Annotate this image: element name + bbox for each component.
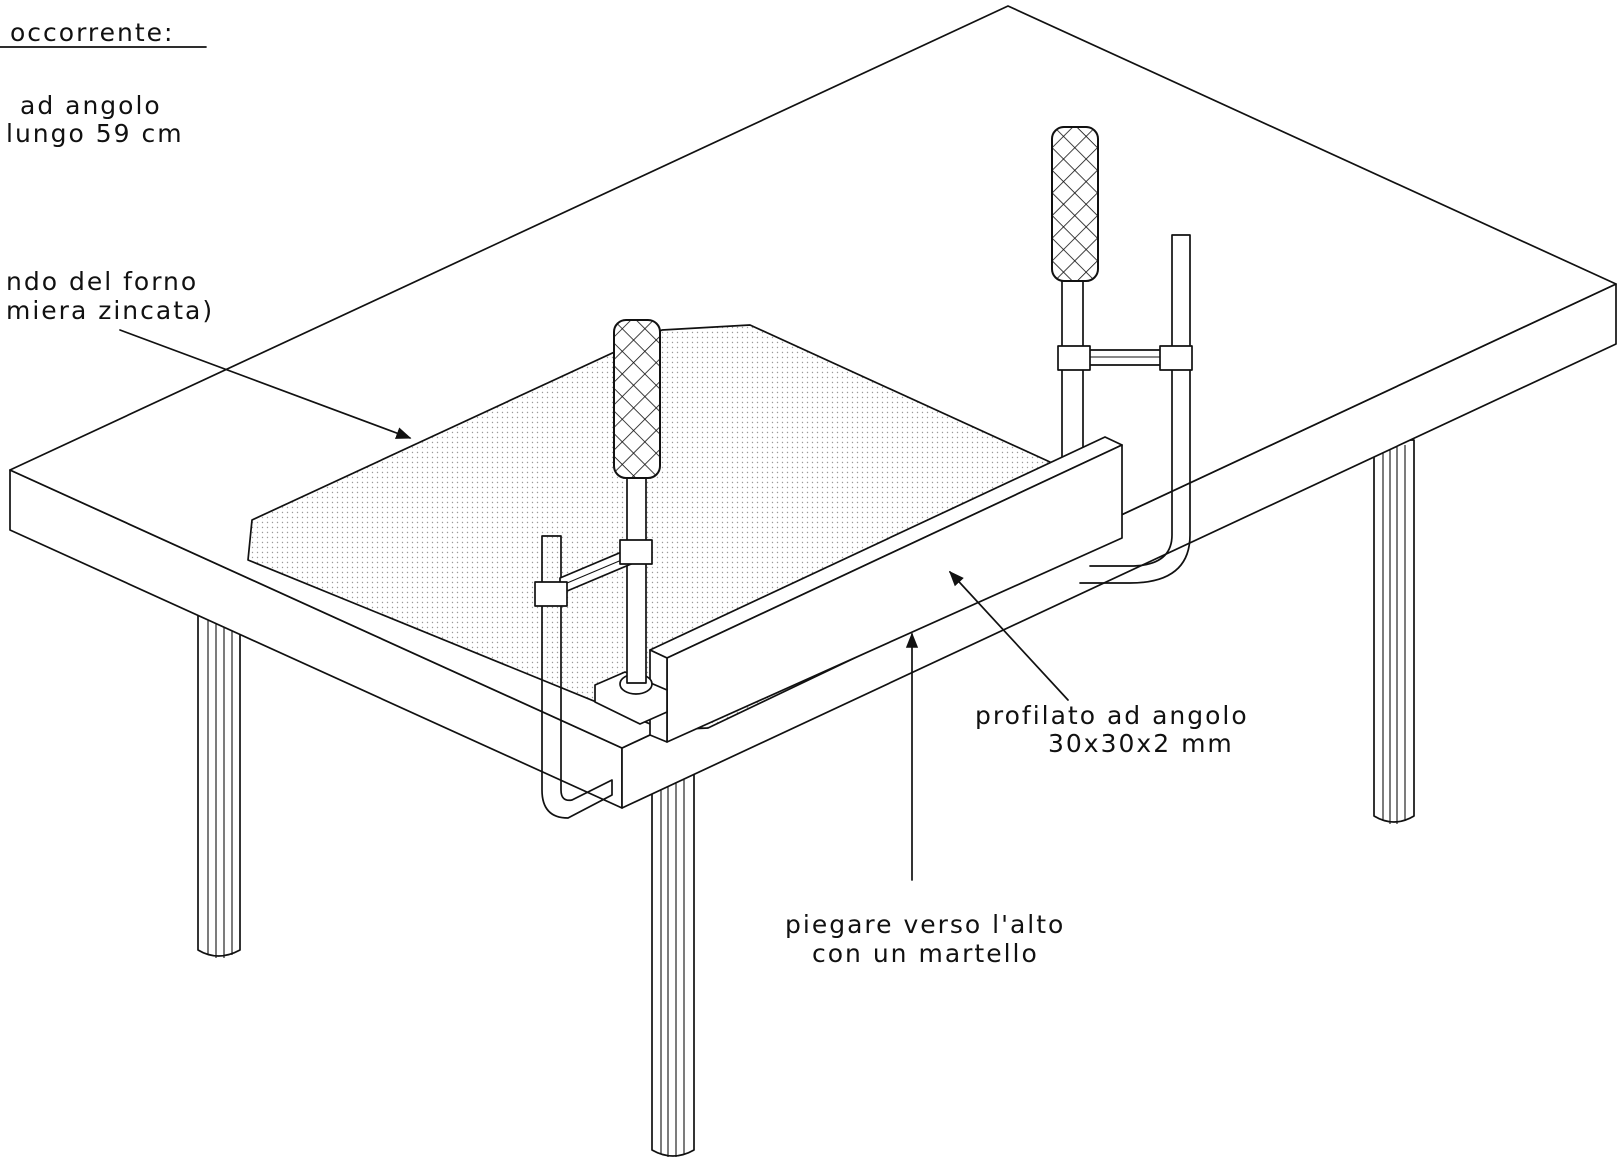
sheet-label-line-2: miera zincata) xyxy=(6,296,214,325)
sheet-label-line-1: ndo del forno xyxy=(6,267,198,296)
bend-label-line-2: con un martello xyxy=(812,939,1039,968)
leader-lines xyxy=(119,329,1069,881)
knurled-handle-front xyxy=(613,319,661,479)
bend-label-line-1: piegare verso l'alto xyxy=(785,910,1065,939)
table-leg-right xyxy=(1373,439,1415,824)
sheet-label: ndo del forno miera zincata) xyxy=(6,267,214,325)
profile-label: profilato ad angolo 30x30x2 mm xyxy=(975,701,1249,758)
bend-label: piegare verso l'alto con un martello xyxy=(785,910,1065,968)
table-leg-left xyxy=(197,611,241,958)
table-leg-front xyxy=(651,769,695,1157)
profile-label-line-1: profilato ad angolo xyxy=(975,701,1249,730)
knurled-handle-rear xyxy=(1051,126,1099,282)
materials-label: occorrente: ad angolo lungo 59 cm xyxy=(0,18,207,148)
materials-line-2: lungo 59 cm xyxy=(6,119,184,148)
materials-title: occorrente: xyxy=(10,18,174,47)
profile-label-line-2: 30x30x2 mm xyxy=(1048,729,1234,758)
clamp-front xyxy=(534,319,668,819)
materials-line-1: ad angolo xyxy=(20,91,162,120)
